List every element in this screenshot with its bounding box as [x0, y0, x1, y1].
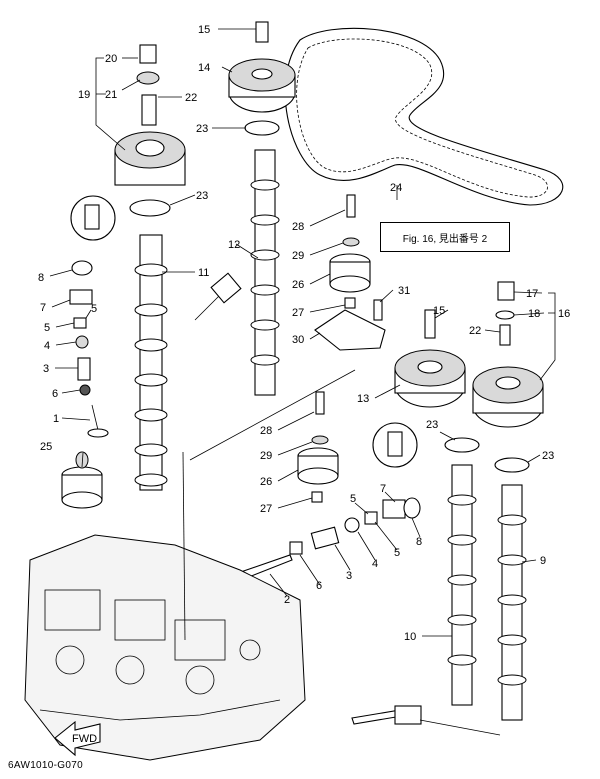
callout-23c: 23	[426, 419, 438, 431]
callout-27b: 27	[260, 503, 272, 515]
callout-8: 8	[38, 272, 44, 284]
callout-24: 24	[390, 182, 402, 194]
figure-reference-text: Fig. 16, 見出番号 2	[402, 233, 488, 245]
callout-7: 7	[40, 302, 46, 314]
callout-4: 4	[44, 340, 50, 352]
callout-6: 6	[52, 388, 58, 400]
callout-19: 19	[78, 89, 90, 101]
left-valve-parts	[69, 260, 109, 438]
callout-26b: 26	[260, 476, 272, 488]
callout-25: 25	[40, 441, 52, 453]
callout-5c: 5	[350, 493, 356, 505]
callout-29b: 29	[260, 450, 272, 462]
callout-18: 18	[528, 308, 540, 320]
right-pulley-13	[394, 309, 466, 408]
callout-5: 5	[44, 322, 50, 334]
callout-7b: 7	[380, 483, 386, 495]
callout-11: 11	[198, 267, 209, 279]
tensioner-25	[61, 451, 103, 509]
callout-22b: 22	[469, 325, 481, 337]
callout-5d: 5	[394, 547, 400, 559]
oil-seal-detail-left	[70, 195, 116, 241]
tensioner-upper	[314, 194, 386, 351]
timing-belt	[284, 27, 564, 206]
callout-29: 29	[292, 250, 304, 262]
right-camshaft-10	[444, 437, 480, 706]
callout-1: 1	[53, 413, 59, 425]
callout-27: 27	[292, 307, 304, 319]
figure-reference-box: Fig. 16, 見出番号 2	[380, 222, 510, 252]
callout-31: 31	[398, 285, 410, 297]
callout-8b: 8	[416, 536, 422, 548]
callout-15: 15	[198, 24, 210, 36]
callout-30: 30	[292, 334, 304, 346]
callout-2: 2	[284, 594, 290, 606]
right-camshaft-9	[494, 457, 530, 721]
left-camshaft	[134, 234, 168, 491]
callout-9: 9	[540, 555, 546, 567]
callout-10: 10	[404, 631, 416, 643]
callout-15b: 15	[433, 305, 445, 317]
callout-26: 26	[292, 279, 304, 291]
center-camshaft	[194, 149, 280, 396]
callout-21: 21	[105, 89, 117, 101]
callout-17: 17	[526, 288, 538, 300]
callout-13: 13	[357, 393, 369, 405]
callout-16: 16	[558, 308, 570, 320]
callout-28: 28	[292, 221, 304, 233]
callout-12: 12	[228, 239, 240, 251]
callout-20: 20	[105, 53, 117, 65]
callout-23b: 23	[196, 190, 208, 202]
callout-4b: 4	[372, 558, 378, 570]
callout-3b: 3	[346, 570, 352, 582]
center-pulley	[228, 21, 296, 136]
callout-14: 14	[198, 62, 210, 74]
callout-23: 23	[196, 123, 208, 135]
callout-28b: 28	[260, 425, 272, 437]
callout-23d: 23	[542, 450, 554, 462]
callout-3: 3	[43, 363, 49, 375]
left-pulley-assembly	[114, 44, 186, 217]
right-pulley-16	[472, 281, 544, 428]
callout-labels: 15 14 23 20 19 21 22 23 12 11 8 7 5 5 4 …	[38, 24, 570, 643]
leader-lines	[49, 28, 556, 736]
oil-seal-detail-right	[372, 422, 418, 468]
cylinder-block	[24, 534, 306, 761]
callout-5b: 5	[91, 303, 97, 315]
callout-22: 22	[185, 92, 197, 104]
diagram-code: 6AW1010-G070	[8, 760, 83, 771]
fwd-arrow-icon: FWD	[54, 720, 101, 757]
callout-6b: 6	[316, 580, 322, 592]
fwd-label: FWD	[72, 733, 97, 745]
tensioner-lower	[297, 391, 339, 503]
